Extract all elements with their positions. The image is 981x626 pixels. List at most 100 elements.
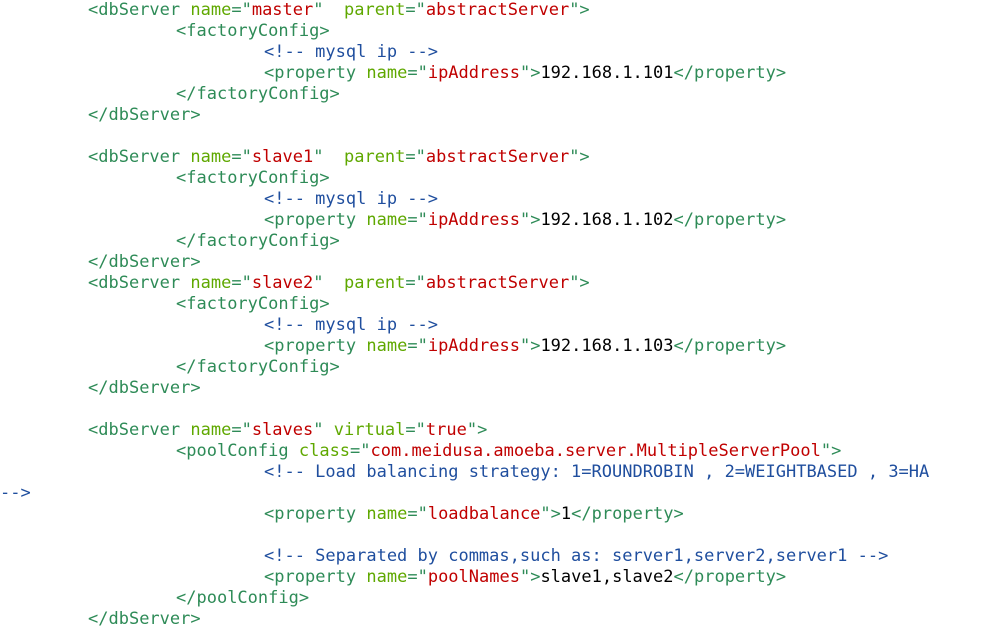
text-content: slave1,slave2 <box>540 567 674 587</box>
xml-punctuation: "> <box>466 420 488 440</box>
xml-comment: <!-- mysql ip --> <box>264 42 438 62</box>
xml-punctuation: =" <box>407 63 428 83</box>
xml-punctuation: </ <box>673 336 694 356</box>
xml-attribute: name <box>190 273 232 293</box>
xml-punctuation: =" <box>407 567 428 587</box>
text-content <box>356 504 366 524</box>
xml-punctuation: =" <box>350 441 371 461</box>
xml-punctuation: </ <box>176 588 197 608</box>
xml-punctuation: </ <box>571 504 592 524</box>
xml-punctuation: " <box>313 420 324 440</box>
xml-attribute: name <box>366 63 408 83</box>
xml-punctuation: </ <box>176 231 197 251</box>
xml-tag: dbServer <box>98 147 181 167</box>
xml-punctuation: > <box>775 336 787 356</box>
xml-tag: poolConfig <box>186 441 289 461</box>
text-content: 1 <box>560 504 572 524</box>
code-line: <property name="poolNames">slave1,slave2… <box>264 567 786 588</box>
xml-punctuation: " <box>313 147 324 167</box>
xml-tag: property <box>274 504 357 524</box>
xml-comment: --> <box>0 483 31 503</box>
xml-punctuation: > <box>329 357 340 377</box>
xml-punctuation: </ <box>176 357 197 377</box>
text-content <box>324 420 334 440</box>
xml-punctuation: </ <box>673 63 694 83</box>
xml-punctuation: "> <box>820 441 842 461</box>
xml-tag: property <box>274 567 357 587</box>
xml-punctuation: < <box>176 441 187 461</box>
code-line: <factoryConfig> <box>176 21 330 42</box>
xml-attribute-value: loadbalance <box>427 504 541 524</box>
xml-punctuation: > <box>673 504 684 524</box>
xml-punctuation: =" <box>407 210 428 230</box>
text-content <box>356 210 366 230</box>
xml-attribute-value: slave1 <box>251 147 314 167</box>
xml-punctuation: < <box>264 336 275 356</box>
xml-tag: factoryConfig <box>196 357 330 377</box>
xml-attribute-value: ipAddress <box>427 336 520 356</box>
code-line: <dbServer name="master" parent="abstract… <box>88 0 590 21</box>
xml-punctuation: > <box>329 84 340 104</box>
xml-attribute-value: slaves <box>251 420 314 440</box>
xml-tag: factoryConfig <box>186 168 320 188</box>
xml-attribute: class <box>298 441 351 461</box>
xml-punctuation: < <box>264 504 275 524</box>
xml-punctuation: < <box>264 63 275 83</box>
xml-tag: property <box>693 63 776 83</box>
xml-punctuation: </ <box>176 84 197 104</box>
code-line: <factoryConfig> <box>176 294 330 315</box>
xml-attribute: name <box>366 567 408 587</box>
xml-attribute-value: abstractServer <box>425 147 570 167</box>
text-content <box>324 273 344 293</box>
xml-tag: property <box>591 504 674 524</box>
xml-tag: factoryConfig <box>196 84 330 104</box>
code-line: </factoryConfig> <box>176 357 340 378</box>
xml-punctuation: > <box>775 63 787 83</box>
xml-tag: property <box>274 336 357 356</box>
xml-attribute-value: poolNames <box>427 567 520 587</box>
xml-attribute: name <box>190 147 232 167</box>
xml-tag: poolConfig <box>196 588 299 608</box>
xml-punctuation: < <box>264 210 275 230</box>
xml-comment: <!-- mysql ip --> <box>264 315 438 335</box>
xml-tag: property <box>274 63 357 83</box>
xml-punctuation: "> <box>569 147 590 167</box>
text-content <box>180 147 190 167</box>
xml-punctuation: < <box>88 147 99 167</box>
xml-attribute: name <box>366 210 408 230</box>
xml-tag: dbServer <box>108 609 191 626</box>
xml-punctuation: </ <box>88 252 109 272</box>
xml-attribute: parent <box>343 147 406 167</box>
xml-punctuation: =" <box>231 0 252 20</box>
xml-tag: dbServer <box>98 420 181 440</box>
xml-punctuation: "> <box>540 504 561 524</box>
xml-punctuation: "> <box>569 273 590 293</box>
text-content <box>324 147 344 167</box>
code-line: </factoryConfig> <box>176 84 340 105</box>
code-line: <!-- mysql ip --> <box>264 189 438 210</box>
code-line: <!-- mysql ip --> <box>264 315 438 336</box>
xml-punctuation: =" <box>405 0 426 20</box>
xml-comment: <!-- Load balancing strategy: 1=ROUNDROB… <box>264 462 930 482</box>
xml-attribute-value: slave2 <box>251 273 314 293</box>
xml-punctuation: =" <box>231 147 252 167</box>
xml-tag: dbServer <box>98 0 181 20</box>
xml-punctuation: "> <box>569 0 590 20</box>
code-line: <property name="ipAddress">192.168.1.101… <box>264 63 786 84</box>
xml-attribute: parent <box>343 273 406 293</box>
xml-punctuation: </ <box>673 567 694 587</box>
code-line: <!-- Separated by commas,such as: server… <box>264 546 888 567</box>
text-content <box>180 0 190 20</box>
xml-tag: property <box>693 336 776 356</box>
text-content <box>289 441 299 461</box>
code-line: </dbServer> <box>88 105 201 126</box>
xml-punctuation: </ <box>673 210 694 230</box>
code-line: <property name="loadbalance">1</property… <box>264 504 684 525</box>
xml-punctuation: < <box>88 0 99 20</box>
xml-punctuation: =" <box>405 147 426 167</box>
xml-punctuation: "> <box>519 336 541 356</box>
text-content <box>356 336 366 356</box>
xml-punctuation: < <box>264 567 275 587</box>
xml-punctuation: "> <box>519 567 541 587</box>
